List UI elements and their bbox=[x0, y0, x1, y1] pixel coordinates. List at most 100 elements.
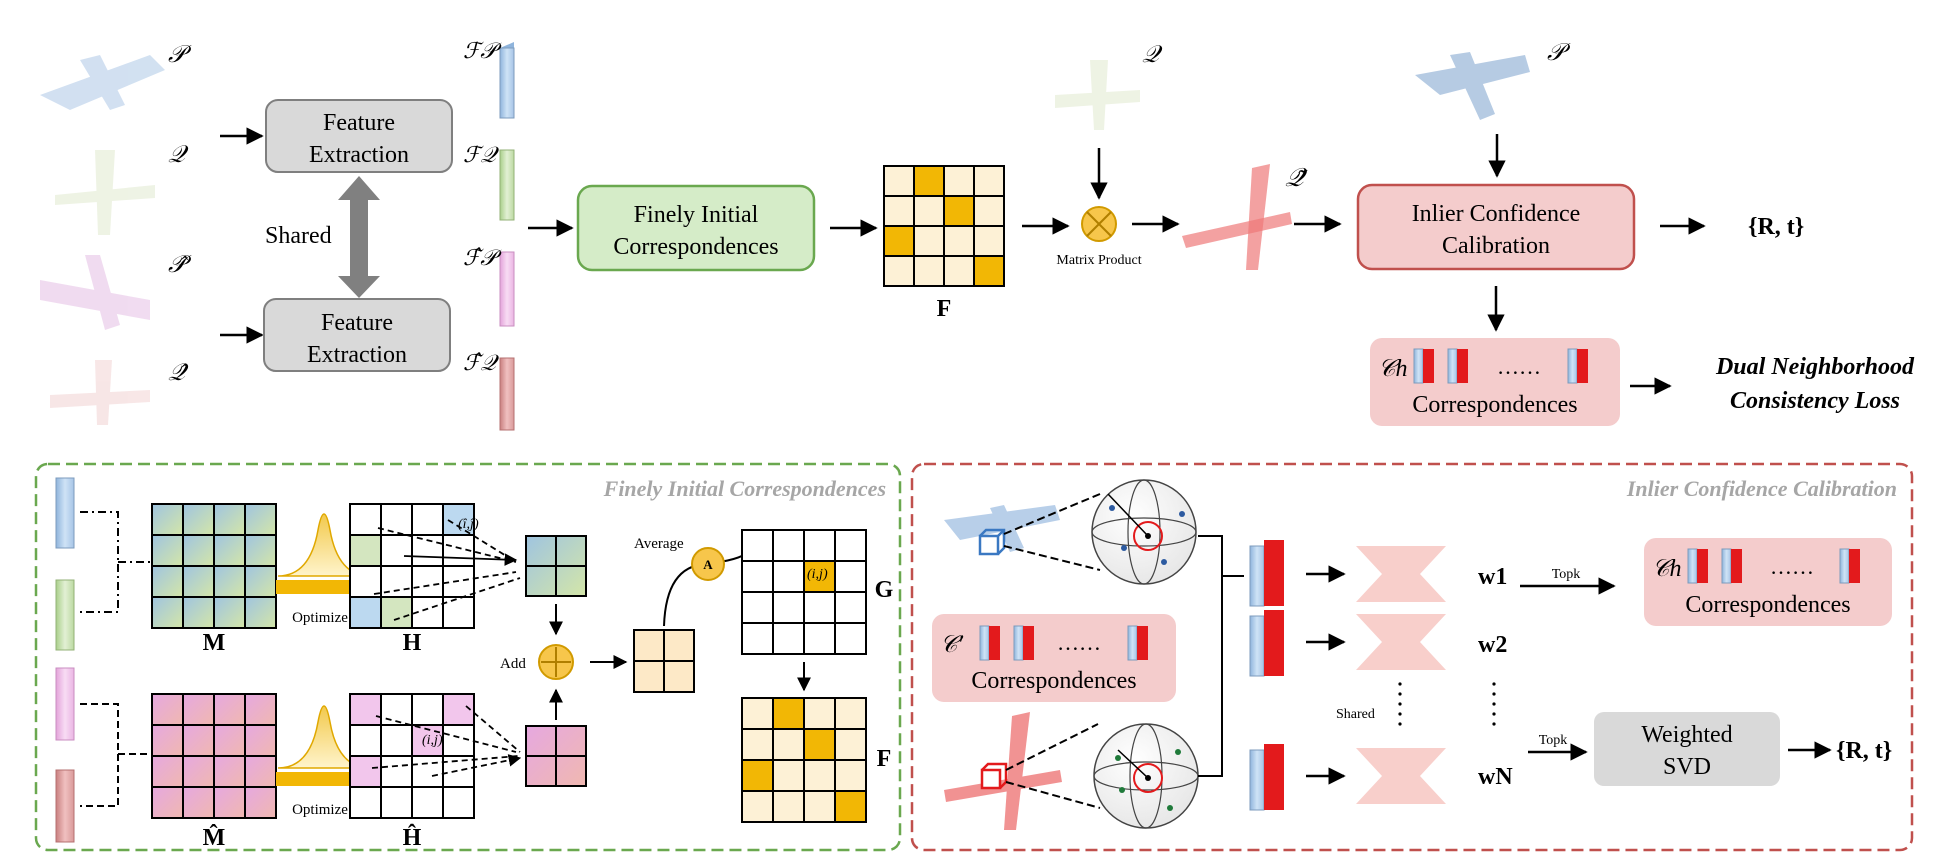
h-pointer-lines-top bbox=[373, 519, 521, 621]
matrix-cell bbox=[151, 724, 184, 757]
feature-extraction-bottom: Feature Extraction bbox=[263, 298, 451, 372]
weight-ellipsis bbox=[1492, 682, 1496, 726]
matrix-cell bbox=[772, 560, 805, 593]
matrix-cell bbox=[973, 255, 1005, 287]
matrix-cell bbox=[834, 622, 867, 655]
matrix-cell bbox=[772, 759, 805, 792]
cube-icon-blue bbox=[978, 528, 1006, 556]
matrix-cell bbox=[151, 596, 184, 629]
bl-feature-blue bbox=[55, 477, 75, 549]
svg-text:𝒞′: 𝒞′ bbox=[940, 632, 964, 658]
matrix-cell bbox=[349, 693, 382, 726]
matrix-cell bbox=[741, 728, 774, 761]
matrix-cell bbox=[349, 724, 382, 757]
matrix-cell bbox=[883, 195, 915, 227]
matrix-m-hat-label: M̂ bbox=[203, 824, 226, 851]
matrix-cell bbox=[411, 693, 444, 726]
label-fp-hat: ℱ̂𝒫 bbox=[463, 245, 502, 270]
weighted-svd-box: Weighted SVD bbox=[1594, 712, 1780, 786]
matrix-cell bbox=[803, 591, 836, 624]
matrix-cell bbox=[943, 255, 975, 287]
matrix-cell bbox=[943, 195, 975, 227]
matrix-m-label: M bbox=[203, 630, 226, 656]
matrix-cell bbox=[834, 697, 867, 730]
matrix-g-label: G bbox=[875, 577, 894, 603]
matrix-cell bbox=[883, 255, 915, 287]
br-cloud-blue bbox=[944, 505, 1060, 552]
optimize-peak-top bbox=[276, 513, 371, 602]
point-cloud-q-hat bbox=[50, 360, 150, 425]
svg-text:Correspondences: Correspondences bbox=[613, 234, 778, 260]
matrix-cell bbox=[349, 596, 382, 629]
matrix-cell bbox=[151, 693, 184, 726]
matrix-cell bbox=[442, 724, 475, 757]
matrix-cell bbox=[442, 755, 475, 788]
matrix-cell bbox=[151, 534, 184, 567]
small-matrix-top bbox=[525, 535, 587, 597]
matrix-cell bbox=[913, 255, 945, 287]
matrix-cell bbox=[213, 596, 246, 629]
matrix-cell bbox=[151, 755, 184, 788]
bl-merge-top bbox=[80, 511, 150, 613]
feature-bar-fp-hat bbox=[499, 251, 515, 327]
matrix-cell bbox=[943, 225, 975, 257]
matrix-cell bbox=[741, 591, 774, 624]
svg-text:A: A bbox=[703, 557, 713, 572]
matrix-cell bbox=[913, 195, 945, 227]
loss-line1: Dual Neighborhood bbox=[1715, 354, 1915, 380]
c-prime-correspondences: 𝒞′ …… Correspondences bbox=[932, 614, 1176, 702]
matrix-cell bbox=[973, 225, 1005, 257]
label-q: 𝒬 bbox=[168, 142, 189, 168]
matrix-cell bbox=[803, 529, 836, 562]
matrix-cell bbox=[411, 786, 444, 819]
label-fq-hat: ℱ̂𝒬 bbox=[463, 350, 499, 375]
matrix-cell bbox=[213, 534, 246, 567]
svg-text:Correspondences: Correspondences bbox=[1412, 392, 1577, 418]
cube-icon-red bbox=[980, 762, 1008, 790]
svg-text:𝒞h: 𝒞h bbox=[1652, 556, 1682, 582]
matrix-cell bbox=[741, 759, 774, 792]
label-p: 𝒫 bbox=[168, 42, 192, 68]
matrix-cell bbox=[803, 622, 836, 655]
svg-text:Correspondences: Correspondences bbox=[1685, 592, 1850, 618]
svg-text:……: …… bbox=[1770, 554, 1814, 579]
matrix-cell bbox=[213, 724, 246, 757]
bl-feature-pink bbox=[55, 667, 75, 741]
matrix-cell bbox=[973, 165, 1005, 197]
matrix-cell bbox=[411, 755, 444, 788]
matrix-h-label: H bbox=[403, 630, 422, 656]
feature-pair-1 bbox=[1249, 540, 1284, 607]
avg-matrix bbox=[633, 629, 695, 693]
matrix-h-hat-label: Ĥ bbox=[403, 824, 422, 851]
point-cloud-q bbox=[55, 150, 155, 235]
svg-text:……: …… bbox=[1497, 354, 1541, 379]
matrix-cell bbox=[741, 790, 774, 823]
topk-label-2: Topk bbox=[1539, 733, 1568, 748]
sphere-top bbox=[1091, 479, 1197, 585]
matrix-cell bbox=[182, 503, 215, 536]
matrix-g bbox=[741, 529, 867, 655]
matrix-h-hat bbox=[349, 693, 475, 819]
matrix-cell bbox=[834, 790, 867, 823]
feature-bar-fq-hat bbox=[499, 357, 515, 431]
loss-line2: Consistency Loss bbox=[1730, 388, 1900, 414]
network-n bbox=[1356, 748, 1446, 804]
label-q-tilde: 𝒬̃ bbox=[1285, 163, 1308, 192]
bl-feature-rose bbox=[55, 769, 75, 843]
matrix-cell bbox=[772, 529, 805, 562]
matrix-cell bbox=[380, 724, 413, 757]
matrix-cell bbox=[349, 534, 382, 567]
matrix-cell bbox=[213, 503, 246, 536]
matrix-f-top-label: F bbox=[937, 296, 952, 322]
bl-merge-bottom bbox=[80, 703, 150, 807]
matrix-cell bbox=[741, 697, 774, 730]
icc-panel-border bbox=[910, 462, 1914, 852]
br-dash-bottom bbox=[1005, 723, 1101, 809]
point-cloud-p-target bbox=[1415, 52, 1530, 120]
topk-label-1: Topk bbox=[1552, 567, 1581, 582]
matrix-cell bbox=[244, 596, 277, 629]
svg-text:Finely Initial: Finely Initial bbox=[634, 202, 759, 228]
matrix-cell bbox=[741, 560, 774, 593]
br-dash-top bbox=[1003, 493, 1101, 571]
matrix-cell bbox=[244, 693, 277, 726]
